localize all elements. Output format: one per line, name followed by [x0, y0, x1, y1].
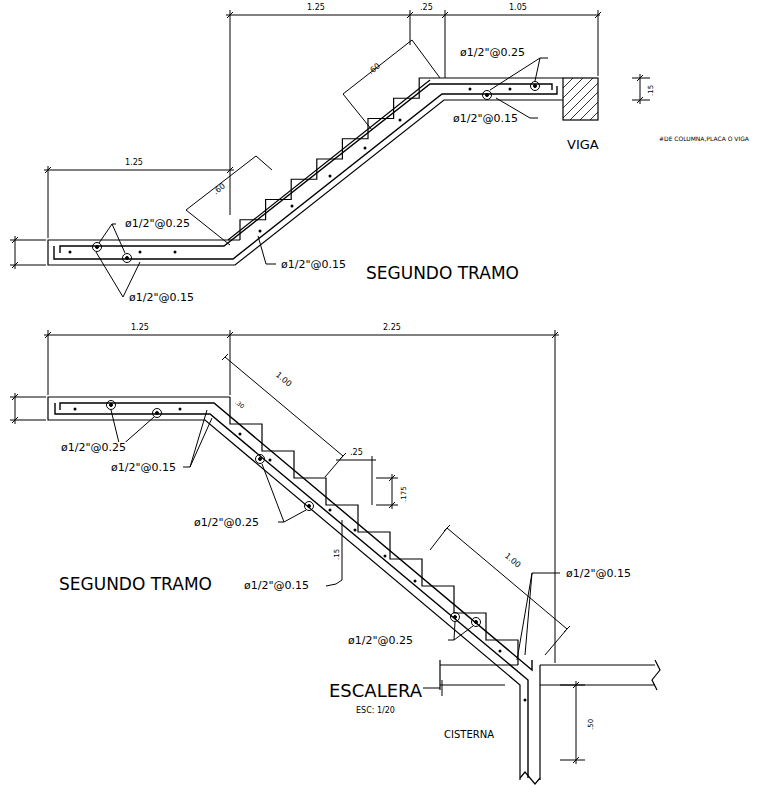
top-dimensions: [10, 10, 650, 269]
bottom-concrete-outline: [48, 397, 660, 784]
dimension-text: .60: [367, 62, 382, 76]
dimension-text: .60: [212, 182, 227, 196]
top-rebar: [54, 84, 557, 259]
section-title: SEGUNDO TRAMO: [58, 576, 213, 593]
bottom-dimensions: [10, 330, 585, 764]
rebar-callout: ø1/2"@0.25: [347, 635, 414, 646]
drawing-title: ESCALERA: [328, 682, 423, 700]
rebar-callout: ø1/2"@0.15: [110, 462, 177, 473]
dimension-text: .50: [588, 719, 595, 730]
rebar-callout: ø1/2"@0.15: [452, 113, 519, 124]
rebar-callout: ø1/2"@0.25: [459, 47, 526, 58]
top-concrete-outline: [48, 78, 598, 265]
rebar-callout: ø1/2"@0.25: [193, 517, 260, 528]
dimension-text: .15: [648, 85, 655, 96]
dimension-text: .15: [334, 549, 341, 560]
rebar-callout: ø1/2"@0.15: [243, 580, 310, 591]
dimension-text: .25: [349, 449, 364, 457]
top-rebar-dots: [69, 88, 512, 254]
rebar-callout: ø1/2"@0.15: [280, 259, 347, 270]
dimension-text: .25: [419, 4, 434, 12]
beam-hatch: [563, 78, 598, 120]
dimension-text: 1.25: [124, 159, 144, 167]
rebar-callout: ø1/2"@0.25: [60, 442, 127, 453]
bottom-callouts: [107, 401, 561, 697]
rebar-callout: ø1/2"@0.15: [128, 292, 195, 303]
dimension-text: .30: [234, 399, 245, 410]
rebar-callout: ø1/2"@0.25: [124, 218, 191, 229]
dimension-text: 1.25: [306, 4, 326, 12]
dimension-text: 2.25: [382, 324, 402, 332]
dimension-text: .175: [401, 486, 408, 502]
dimension-text: 1.00: [274, 371, 293, 389]
beam-label: VIGA: [566, 138, 600, 151]
rebar-callout: ø1/2"@0.15: [565, 568, 632, 579]
dimension-text: 1.00: [503, 552, 522, 570]
dimension-text: 1.05: [508, 4, 528, 12]
scale-note: ESC: 1/20: [355, 707, 396, 715]
bottom-rebar: [55, 403, 532, 778]
dimension-text: 1.25: [130, 324, 150, 332]
bottom-rebar-dots: [74, 408, 527, 702]
top-callouts: [93, 58, 549, 297]
room-label: CISTERNA: [443, 730, 495, 740]
section-title: SEGUNDO TRAMO: [365, 265, 520, 282]
note-text: #DE COLUMNA,PLACA O VIGA: [658, 136, 750, 142]
